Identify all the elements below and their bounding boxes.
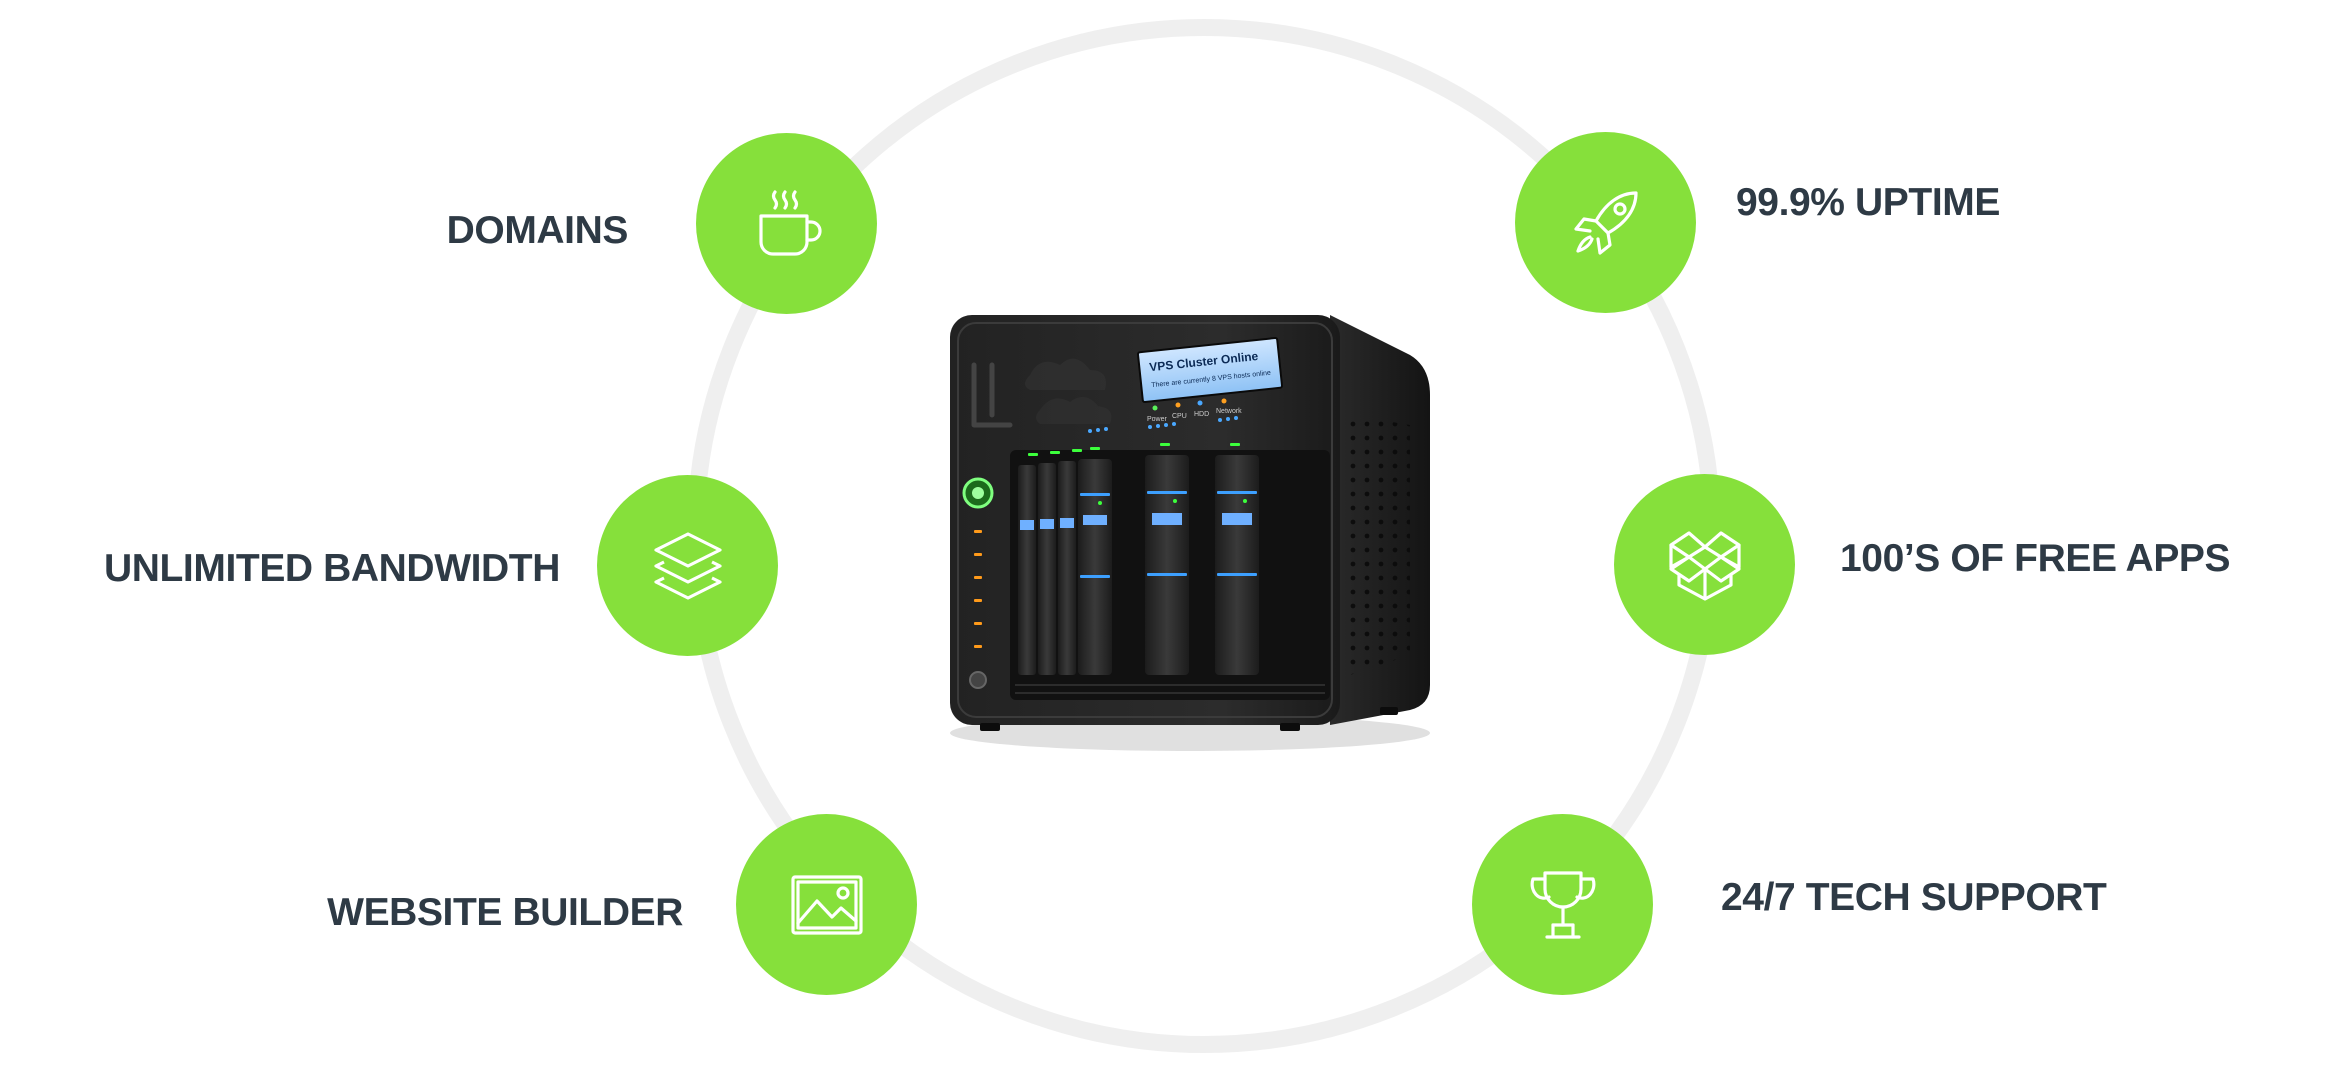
feature-builder-button[interactable] <box>736 814 917 995</box>
layers-icon <box>653 531 722 600</box>
feature-label-apps: 100’S OF FREE APPS <box>1840 537 2231 580</box>
feature-support-button[interactable] <box>1472 814 1653 995</box>
feature-label-builder: WEBSITE BUILDER <box>327 891 683 934</box>
trophy-icon <box>1530 870 1595 939</box>
feature-label-domains: DOMAINS <box>446 209 629 252</box>
feature-domains-button[interactable] <box>696 133 877 314</box>
feature-label-bandwidth: UNLIMITED BANDWIDTH <box>103 547 560 590</box>
dropbox-box-icon <box>1668 530 1741 601</box>
image-icon <box>790 874 863 935</box>
nas-server-illustration: VPS Cluster Online There are currently 8… <box>950 315 1430 751</box>
rocket-icon <box>1573 190 1638 255</box>
indicator-power: Power <box>1147 416 1168 423</box>
feature-apps-button[interactable] <box>1614 474 1795 655</box>
feature-label-uptime: 99.9% UPTIME <box>1736 181 2000 224</box>
indicator-cpu: CPU <box>1172 413 1187 420</box>
coffee-cup-icon <box>758 189 822 256</box>
feature-bandwidth-button[interactable] <box>597 475 778 656</box>
indicator-hdd: HDD <box>1194 411 1209 418</box>
feature-label-support: 24/7 TECH SUPPORT <box>1721 876 2107 919</box>
indicator-network: Network <box>1216 408 1242 415</box>
feature-uptime-button[interactable] <box>1515 132 1696 313</box>
